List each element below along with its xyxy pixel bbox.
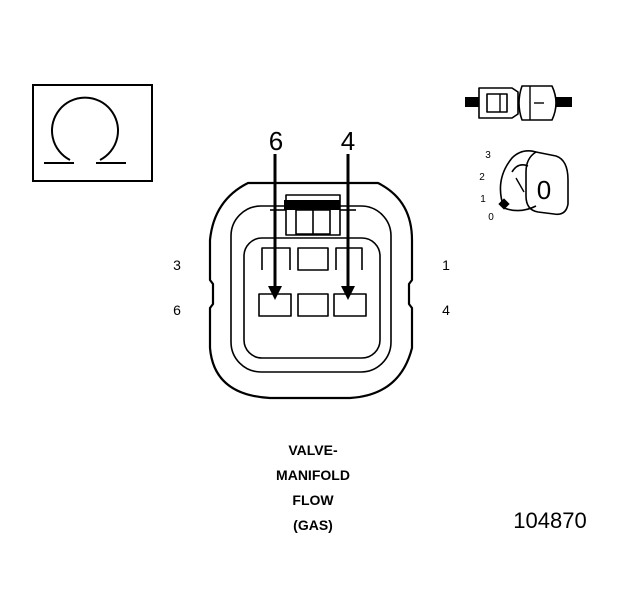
lock-position-2: 2	[479, 172, 485, 183]
figure-number: 104870	[513, 508, 586, 533]
lock-position-0: 0	[488, 212, 494, 223]
lock-position-icon	[498, 150, 569, 216]
caption-line-4: (GAS)	[293, 517, 333, 533]
cavity-label-bottom-left: 6	[173, 302, 181, 318]
connector-halves-icon	[465, 85, 572, 121]
cavity-label-top-right: 1	[442, 257, 450, 273]
lock-position-3: 3	[485, 150, 491, 161]
caption-line-2: MANIFOLD	[276, 467, 350, 483]
lock-value: 0	[537, 175, 551, 205]
callout-pin-4: 4	[341, 126, 355, 156]
cavity-label-top-left: 3	[173, 257, 181, 273]
caption-line-3: FLOW	[292, 492, 334, 508]
caption-line-1: VALVE-	[288, 442, 338, 458]
cavity-label-bottom-right: 4	[442, 302, 450, 318]
probe-arrow-pin-6	[268, 154, 282, 300]
callout-pin-6: 6	[269, 126, 283, 156]
lock-position-1: 1	[480, 194, 486, 205]
probe-arrow-pin-4	[341, 154, 355, 300]
connector-face	[208, 181, 414, 400]
omega-ohm-icon	[32, 84, 153, 182]
